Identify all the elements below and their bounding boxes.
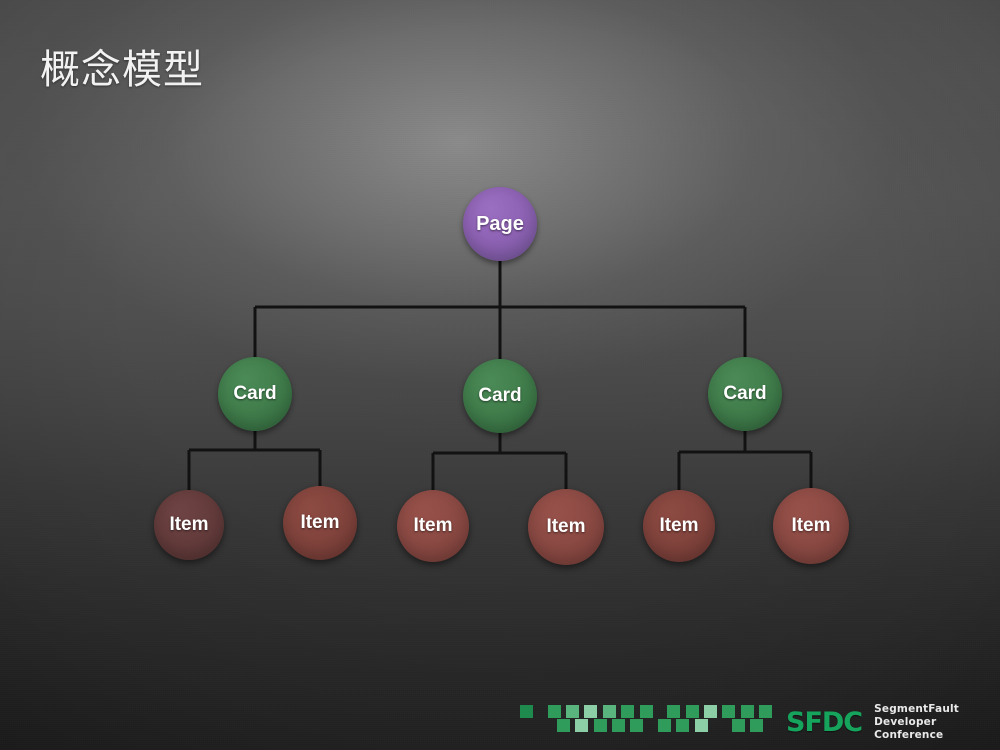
pixel-block [575, 719, 589, 732]
sfdc-logo: SFDC SegmentFault Developer Conference [786, 703, 1000, 742]
edge-from-card3 [677, 431, 813, 490]
pixel-block [566, 705, 579, 718]
node-item3[interactable]: Item [397, 490, 469, 562]
pixel-block [740, 705, 754, 718]
node-label: Item [300, 512, 340, 533]
node-card2[interactable]: Card [463, 359, 537, 433]
pixel-block [722, 705, 736, 718]
edge-from-card2 [431, 433, 568, 490]
footer-logo-bar: SFDC SegmentFault Developer Conference [520, 694, 1000, 750]
pixel-block [520, 705, 533, 718]
pixel-block [759, 705, 773, 718]
node-label: Item [546, 516, 586, 537]
pixel-block [547, 705, 561, 718]
pixel-block [621, 705, 635, 718]
node-page[interactable]: Page [463, 187, 537, 261]
pixel-block [694, 719, 708, 732]
pixel-block [731, 719, 745, 732]
node-card1[interactable]: Card [218, 357, 292, 431]
pixel-block [639, 705, 653, 718]
node-label: Page [476, 212, 524, 235]
node-label: Card [233, 383, 277, 404]
node-label: Item [169, 514, 209, 535]
edge-from-page [253, 261, 747, 359]
node-item5[interactable]: Item [643, 490, 715, 562]
slide-title: 概念模型 [40, 48, 204, 92]
pixel-block [584, 705, 598, 718]
pixel-pattern-graphic [520, 705, 773, 739]
sfdc-logo-line2: Developer Conference [874, 715, 944, 741]
sfdc-logo-mark: SFDC [786, 706, 863, 738]
node-item4[interactable]: Item [528, 489, 604, 565]
node-label: Card [478, 385, 522, 406]
pixel-block [602, 705, 616, 718]
node-label: Item [413, 515, 453, 536]
sfdc-logo-wordmark: SegmentFault Developer Conference [874, 703, 1000, 742]
pixel-block [676, 719, 690, 732]
node-item1[interactable]: Item [154, 490, 224, 560]
sfdc-logo-line1: SegmentFault [874, 702, 960, 715]
pixel-block [685, 705, 699, 718]
pixel-block [750, 719, 763, 732]
node-label: Item [659, 515, 699, 536]
pixel-block [556, 719, 570, 732]
node-label: Card [723, 383, 767, 404]
node-card3[interactable]: Card [708, 357, 782, 431]
edge-from-card1 [187, 431, 322, 490]
pixel-block [704, 705, 717, 718]
pixel-block [593, 719, 607, 732]
node-item6[interactable]: Item [773, 488, 849, 564]
node-label: Item [791, 515, 831, 536]
pixel-block [667, 705, 681, 718]
pixel-block [612, 719, 625, 732]
pixel-block [658, 719, 671, 732]
node-item2[interactable]: Item [283, 486, 357, 560]
pixel-block [630, 719, 644, 732]
